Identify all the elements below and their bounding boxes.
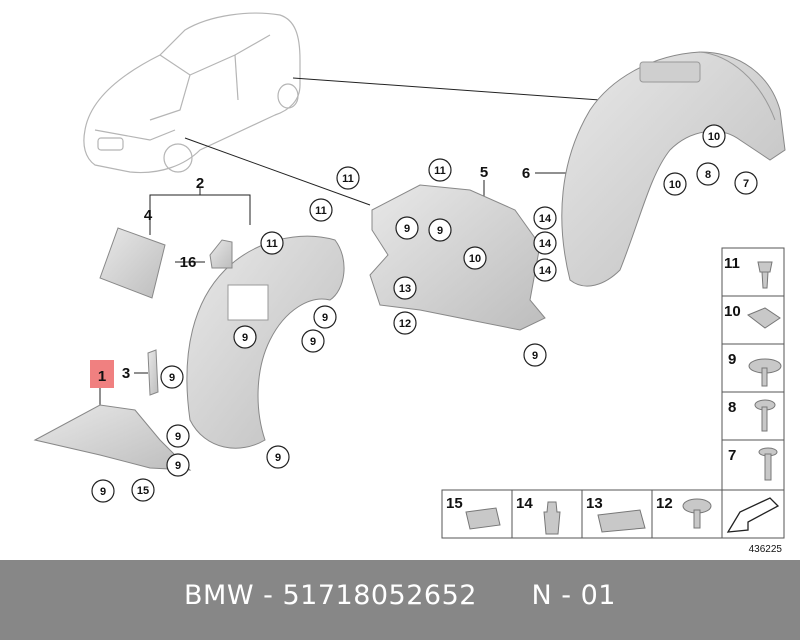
part-5-liner bbox=[369, 184, 546, 331]
callout-15: 15 bbox=[137, 485, 149, 497]
expanding-rivet-icon bbox=[543, 501, 561, 535]
callout-9k: 9 bbox=[275, 452, 281, 464]
direction-arrow-icon bbox=[726, 497, 780, 533]
callout-14a: 14 bbox=[539, 213, 552, 225]
callout-9a: 9 bbox=[404, 223, 410, 235]
callout-9f: 9 bbox=[532, 350, 538, 362]
fastener-legend-column bbox=[721, 247, 785, 491]
footer-separator-2: - bbox=[561, 580, 572, 611]
spring-nut-icon bbox=[465, 507, 501, 530]
legend-15: 15 bbox=[446, 495, 463, 512]
footer-part-number: 51718052652 bbox=[282, 580, 477, 611]
callout-13: 13 bbox=[399, 283, 411, 295]
footer-brand: BMW bbox=[184, 580, 255, 611]
footer-bar: BMW - 51718052652 N - 01 bbox=[0, 560, 800, 640]
callout-9e: 9 bbox=[310, 336, 316, 348]
footer-variant-number: 01 bbox=[580, 580, 616, 611]
callout-10c: 10 bbox=[669, 179, 681, 191]
callout-9i: 9 bbox=[175, 460, 181, 472]
flange-nut-icon bbox=[747, 307, 781, 329]
highlight-tag bbox=[90, 360, 114, 388]
expanding-nut-icon bbox=[757, 261, 773, 289]
callout-10a: 10 bbox=[469, 253, 481, 265]
footer-text: BMW - 51718052652 N - 01 bbox=[0, 580, 800, 611]
label-3: 3 bbox=[122, 365, 130, 382]
callout-11c: 11 bbox=[315, 205, 327, 217]
callout-14c: 14 bbox=[539, 265, 552, 277]
clip-nut-icon bbox=[597, 509, 646, 533]
legend-11: 11 bbox=[724, 255, 740, 272]
callout-9d: 9 bbox=[242, 332, 248, 344]
label-2: 2 bbox=[196, 175, 204, 192]
part-3-strip bbox=[147, 349, 159, 396]
parts-diagram: 11 11 11 9 9 14 14 10 14 11 13 12 9 9 9 … bbox=[33, 12, 786, 555]
callouts bbox=[91, 124, 758, 503]
legend-13: 13 bbox=[586, 495, 603, 512]
legend-9: 9 bbox=[728, 351, 736, 368]
callout-9j: 9 bbox=[100, 486, 106, 498]
footer-separator-1: - bbox=[263, 580, 274, 611]
callout-8: 8 bbox=[705, 169, 711, 181]
callout-9h: 9 bbox=[175, 431, 181, 443]
legend-7: 7 bbox=[728, 447, 736, 464]
label-4: 4 bbox=[144, 207, 153, 224]
footer-variant-code: N bbox=[531, 580, 553, 611]
label-16: 16 bbox=[180, 254, 197, 271]
car-outline bbox=[83, 12, 301, 174]
legend-10: 10 bbox=[724, 303, 741, 320]
callout-10b: 10 bbox=[708, 131, 720, 143]
drawing-number: 436225 bbox=[749, 544, 783, 555]
callout-9c: 9 bbox=[322, 312, 328, 324]
legend-14: 14 bbox=[516, 495, 533, 512]
callout-11d: 11 bbox=[266, 238, 278, 250]
label-5: 5 bbox=[480, 164, 488, 181]
label-6: 6 bbox=[522, 165, 530, 182]
fastener-legend-row bbox=[441, 489, 785, 539]
callout-11b: 11 bbox=[434, 165, 446, 177]
part-4-bracket bbox=[99, 227, 166, 299]
callout-12: 12 bbox=[399, 318, 411, 330]
callout-11a: 11 bbox=[342, 173, 354, 185]
callout-9g: 9 bbox=[169, 372, 175, 384]
callout-14b: 14 bbox=[539, 238, 552, 250]
leader-lines bbox=[99, 77, 601, 405]
part-2-liner bbox=[186, 235, 345, 449]
legend-12: 12 bbox=[656, 495, 673, 512]
callout-9b: 9 bbox=[437, 225, 443, 237]
part-16-clip bbox=[209, 239, 233, 269]
callout-7: 7 bbox=[743, 178, 749, 190]
label-1: 1 bbox=[98, 368, 106, 385]
legend-8: 8 bbox=[728, 399, 736, 416]
part-6-wheel-arch bbox=[561, 51, 786, 287]
